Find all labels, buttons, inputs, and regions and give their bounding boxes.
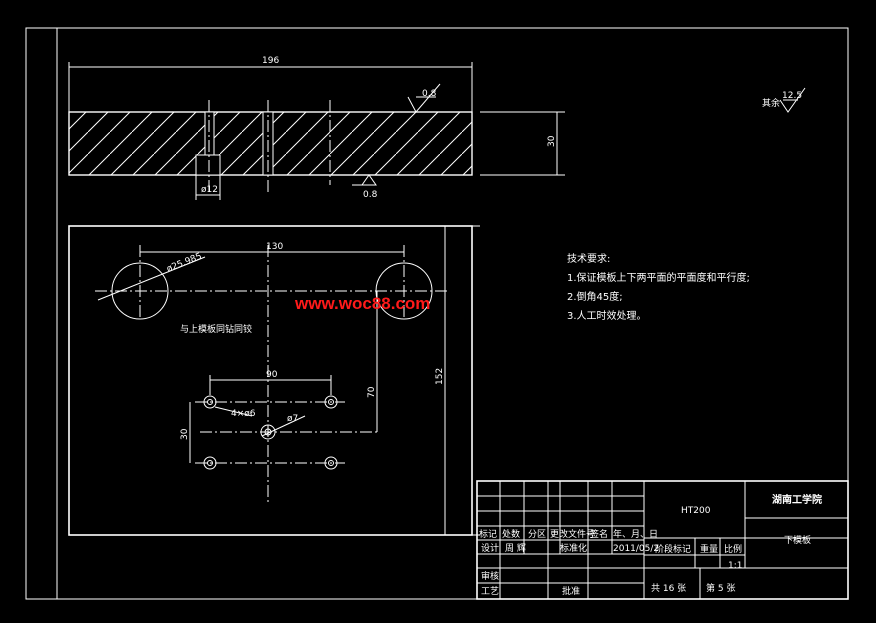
dim-length-text: 196 (262, 56, 279, 66)
designer-text: 周 辉 (505, 543, 526, 554)
dim-small-spacing-text: 90 (266, 370, 278, 380)
material-text: HT200 (681, 506, 711, 516)
scale-text: 1:1 (728, 561, 742, 571)
dim-small-vertical-text: 30 (180, 428, 190, 440)
sheet-no-text: 第 5 张 (706, 582, 735, 594)
date-text: 2011/05/2 (613, 544, 659, 554)
inner-frame (56, 27, 849, 600)
weight-label: 重量 (700, 543, 718, 555)
plan-view: 130 ø25.985 与上模板同钻同铰 90 30 70 4×ø6 (68, 225, 480, 536)
big-hole-text: ø25.985 (165, 252, 203, 275)
title-block: HT200 湖南工学院 下模板 标记 处数 分区 更改文件号 签名 年、月、日 … (476, 480, 849, 600)
hdr-1: 标记 (479, 528, 497, 540)
guide-hole-left (111, 262, 169, 320)
process-label: 工艺 (481, 586, 499, 597)
roughness-top-icon (407, 83, 441, 113)
roughness-top-text: 0.8 (422, 89, 437, 99)
center-hole-text: ø7 (287, 414, 298, 424)
sheets-text: 共 16 张 (651, 583, 686, 594)
roughness-bottom-text: 0.8 (363, 190, 378, 200)
tech-title: 技术要求: (567, 252, 610, 265)
approve-label: 批准 (562, 585, 580, 597)
guide-hole-right (375, 262, 433, 320)
leader-small-holes (214, 406, 253, 417)
roughness-note-label: 其余 (762, 97, 780, 109)
part-name-text: 下模板 (784, 534, 811, 546)
watermark: www.woc88.com (294, 294, 430, 313)
tech-item-3: 3.人工时效处理。 (567, 309, 647, 322)
tech-item-1: 1.保证模板上下两平面的平面度和平行度; (567, 271, 750, 284)
dim-height-text: 30 (547, 135, 557, 147)
roughness-note-value: 12.5 (782, 91, 802, 101)
hdr-6: 年、月、日 (613, 528, 658, 540)
plan-note-text: 与上模板同钻同铰 (180, 323, 252, 335)
hdr-4: 更改文件号 (550, 528, 595, 540)
roughness-note-icon (779, 87, 806, 113)
roughness-note: 其余 12.5 (762, 87, 806, 113)
stage-label: 阶段标记 (655, 543, 691, 555)
tech-item-2: 2.倒角45度; (567, 290, 623, 303)
tech-requirements: 技术要求: 1.保证模板上下两平面的平面度和平行度; 2.倒角45度; 3.人工… (567, 252, 750, 322)
leader-center-hole (261, 415, 306, 437)
leader-big-hole (97, 256, 206, 301)
section-view: 196 30 ø12 0.8 0.8 (68, 56, 565, 200)
review-label: 审核 (481, 570, 499, 582)
scale-label: 比例 (724, 543, 742, 555)
dim-spacing-big-text: 130 (266, 242, 283, 252)
dim-vertical-text: 70 (367, 386, 377, 398)
hole-dim-text: ø12 (201, 185, 218, 195)
plate-outline (68, 225, 473, 536)
design-label: 设计 (481, 542, 499, 554)
hdr-3: 分区 (528, 529, 546, 540)
roughness-bottom-icon (361, 174, 377, 186)
std-label: 标准化 (560, 542, 587, 554)
hdr-2: 处数 (502, 528, 520, 540)
hdr-5: 签名 (590, 528, 608, 540)
school-text: 湖南工学院 (772, 493, 822, 506)
hole-counterbore (195, 154, 221, 176)
small-holes-text: 4×ø6 (231, 409, 256, 419)
small-hole-group (195, 395, 380, 470)
dim-152-text: 152 (435, 368, 445, 385)
